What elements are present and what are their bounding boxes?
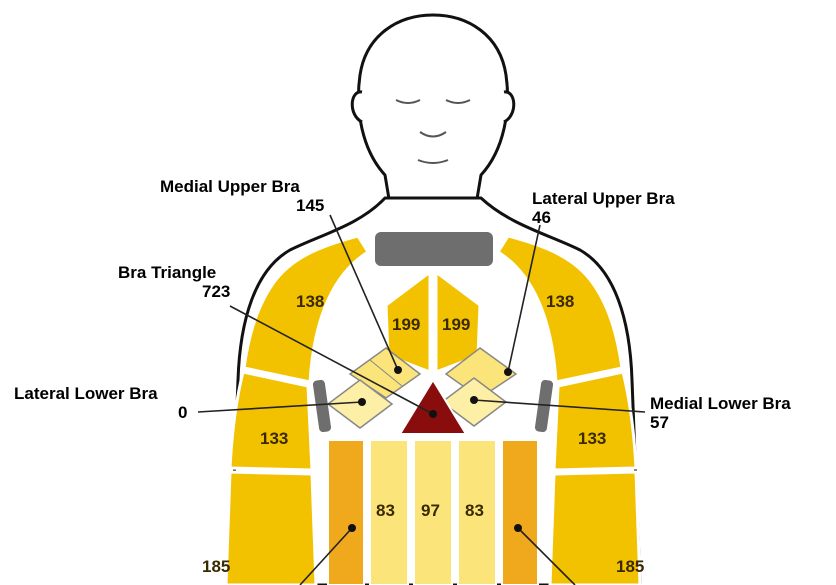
medial-lower-dot: [470, 396, 478, 404]
bra-triangle-zone: [398, 378, 468, 435]
right-side-bar: [534, 379, 554, 433]
lateral-lower-label: Lateral Lower Bra: [14, 384, 158, 403]
mouth-icon: [417, 159, 449, 164]
abdomen-center-zone: [413, 439, 453, 585]
medial-lower-label: Medial Lower Bra: [650, 394, 791, 413]
left-forearm-value: 133: [260, 429, 288, 448]
bra-triangle-value: 723: [202, 282, 230, 301]
left-upper-arm-zone: [242, 234, 371, 384]
left-lower-arm-zone: [224, 470, 318, 585]
medial-upper-dot: [394, 366, 402, 374]
lateral-lower-value: 0: [178, 403, 187, 422]
lateral-upper-dot: [504, 368, 512, 376]
right-lower-arm-zone: [548, 470, 642, 585]
left-ear-icon: [350, 90, 363, 124]
bra-triangle-leader: [229, 305, 434, 415]
abdomen-left-value: 83: [376, 501, 395, 520]
right-abdomen-dot: [514, 524, 522, 532]
bra-triangle-dot: [429, 410, 437, 418]
right-abdomen-leader: [517, 527, 576, 585]
upper-chest-right-value: 199: [442, 315, 470, 334]
lateral-lower-dot: [358, 398, 366, 406]
abdomen-left-zone: [369, 439, 409, 585]
nose-icon: [419, 131, 447, 138]
right-forearm-zone: [552, 370, 638, 472]
left-eye-icon: [395, 99, 421, 104]
medial-lower-leader: [473, 399, 646, 413]
lateral-upper-label: Lateral Upper Bra: [532, 189, 675, 208]
lateral-lower-leader: [197, 401, 363, 413]
medial-lower-value: 57: [650, 413, 669, 432]
abdomen-outer-left-zone: [327, 439, 365, 585]
medial-upper-leader: [329, 214, 399, 371]
left-upper-arm-value: 138: [296, 292, 324, 311]
right-eye-icon: [445, 99, 471, 104]
lateral-upper-leader: [507, 224, 541, 373]
left-forearm-zone: [228, 370, 314, 472]
left-abdomen-dot: [348, 524, 356, 532]
right-lower-arm-value: 185: [616, 557, 644, 576]
bra-triangle-label: Bra Triangle: [118, 263, 216, 282]
upper-chest-left-value: 199: [392, 315, 420, 334]
right-ear-icon: [503, 90, 516, 124]
right-upper-arm-value: 138: [546, 292, 574, 311]
left-abdomen-leader: [299, 527, 353, 585]
left-lower-arm-value: 185: [202, 557, 230, 576]
abdomen-right-zone: [457, 439, 497, 585]
medial-upper-value: 145: [296, 196, 324, 215]
abdomen-right-value: 83: [465, 501, 484, 520]
head-outline: [356, 13, 510, 207]
collar-bar: [375, 232, 493, 266]
lateral-upper-value: 46: [532, 208, 551, 227]
abdomen-center-value: 97: [421, 501, 440, 520]
abdomen-outer-right-zone: [501, 439, 539, 585]
right-forearm-value: 133: [578, 429, 606, 448]
left-side-bar: [312, 379, 332, 433]
medial-upper-label: Medial Upper Bra: [160, 177, 300, 196]
left-diamond-divider: [369, 359, 403, 387]
